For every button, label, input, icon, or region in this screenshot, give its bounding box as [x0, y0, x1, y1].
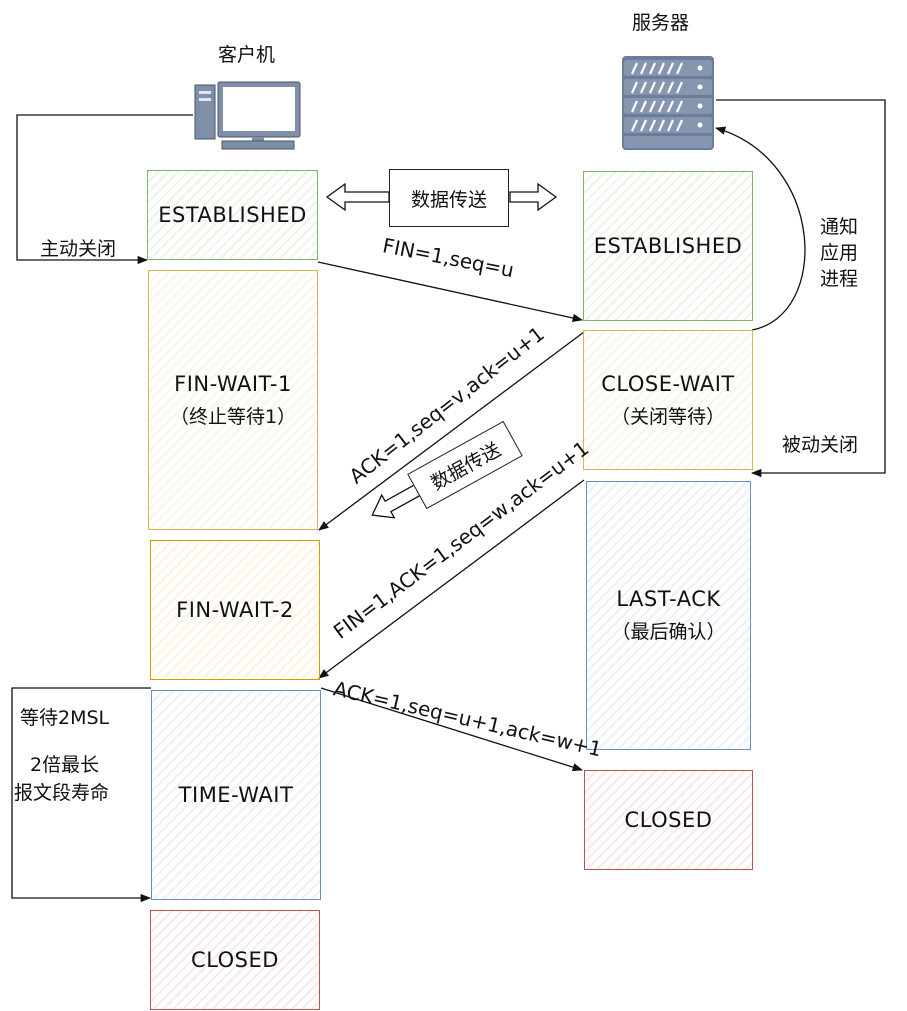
state-label: FIN-WAIT-1 — [174, 371, 292, 396]
notify-app-line-1: 通知 — [820, 216, 859, 238]
msl-line-1: 2倍最长 — [30, 754, 100, 776]
client-time-wait-state: TIME-WAIT — [151, 690, 321, 900]
server-icon — [622, 56, 714, 150]
notify-app-line-2: 应用 — [820, 242, 859, 264]
server-close-wait-state: CLOSE-WAIT （关闭等待） — [583, 330, 753, 470]
wait-2msl-label: 等待2MSL — [20, 707, 110, 729]
passive-close-arrow — [716, 99, 886, 478]
msl-line-2: 报文段寿命 — [14, 782, 110, 804]
msg4-arrow — [320, 687, 583, 772]
state-label: ESTABLISHED — [158, 203, 307, 227]
active-close-label: 主动关闭 — [40, 238, 117, 260]
state-label: FIN-WAIT-2 — [176, 598, 294, 622]
server-established-state: ESTABLISHED — [583, 171, 753, 321]
client-established-state: ESTABLISHED — [147, 170, 318, 260]
data-transfer-top-label: 数据传送 — [410, 188, 487, 211]
notify-app-arrow — [715, 126, 806, 331]
state-label: LAST-ACK — [616, 587, 721, 611]
state-label: CLOSED — [191, 948, 279, 972]
msl-wait-arrow — [11, 687, 152, 903]
state-sublabel: （终止等待1） — [169, 405, 297, 428]
client-fin-wait-1-state: FIN-WAIT-1 （终止等待1） — [148, 270, 318, 530]
msg1-arrow — [317, 261, 584, 323]
notify-app-line-3: 进程 — [820, 268, 859, 290]
client-closed-state: CLOSED — [150, 910, 320, 1010]
computer-icon — [194, 81, 301, 150]
server-last-ack-state: LAST-ACK （最后确认） — [586, 481, 751, 750]
state-sublabel: （最后确认） — [611, 621, 726, 643]
msg3-arrow — [318, 479, 585, 679]
client-label: 客户机 — [218, 44, 276, 66]
server-label: 服务器 — [632, 12, 690, 34]
state-label: ESTABLISHED — [593, 234, 743, 258]
msg2-arrow — [318, 331, 585, 531]
server-closed-state: CLOSED — [584, 770, 753, 870]
state-label: TIME-WAIT — [178, 783, 294, 807]
state-sublabel: （关闭等待） — [610, 405, 725, 428]
client-fin-wait-2-state: FIN-WAIT-2 — [150, 540, 320, 680]
data-transfer-top-box: 数据传送 — [389, 169, 509, 227]
active-close-arrow — [16, 114, 193, 265]
state-label: CLOSE-WAIT — [601, 371, 735, 396]
state-label: CLOSED — [624, 808, 713, 832]
passive-close-label: 被动关闭 — [782, 434, 859, 456]
